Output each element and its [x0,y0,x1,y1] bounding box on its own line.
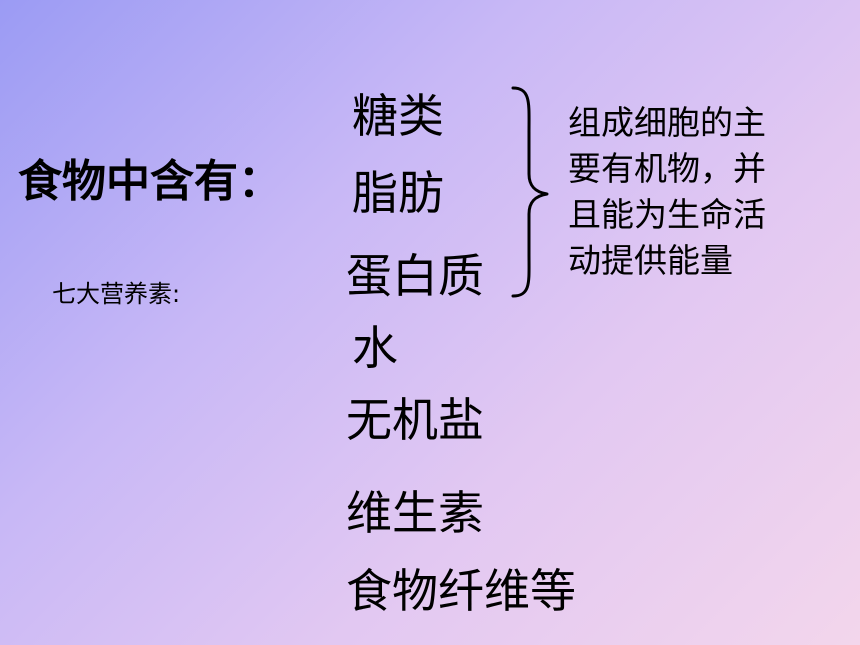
nutrient-minerals: 无机盐 [346,393,484,447]
nutrient-fiber: 食物纤维等 [346,564,576,618]
nutrients-subheading: 七大营养素: [52,280,181,308]
nutrient-sugar: 糖类 [352,89,444,143]
note-line: 要有机物，并 [568,149,766,188]
organic-matter-note: 组成细胞的主 要有机物，并 且能为生命活 动提供能量 [568,100,808,284]
nutrient-protein: 蛋白质 [346,249,484,303]
slide-heading: 食物中含有： [18,156,282,207]
note-line: 且能为生命活 [568,195,766,234]
note-line: 组成细胞的主 [568,103,766,142]
nutrient-vitamins: 维生素 [346,486,484,540]
right-brace [511,86,549,298]
nutrient-fat: 脂肪 [352,166,444,220]
note-line: 动提供能量 [568,241,733,280]
nutrient-water: 水 [352,321,398,375]
